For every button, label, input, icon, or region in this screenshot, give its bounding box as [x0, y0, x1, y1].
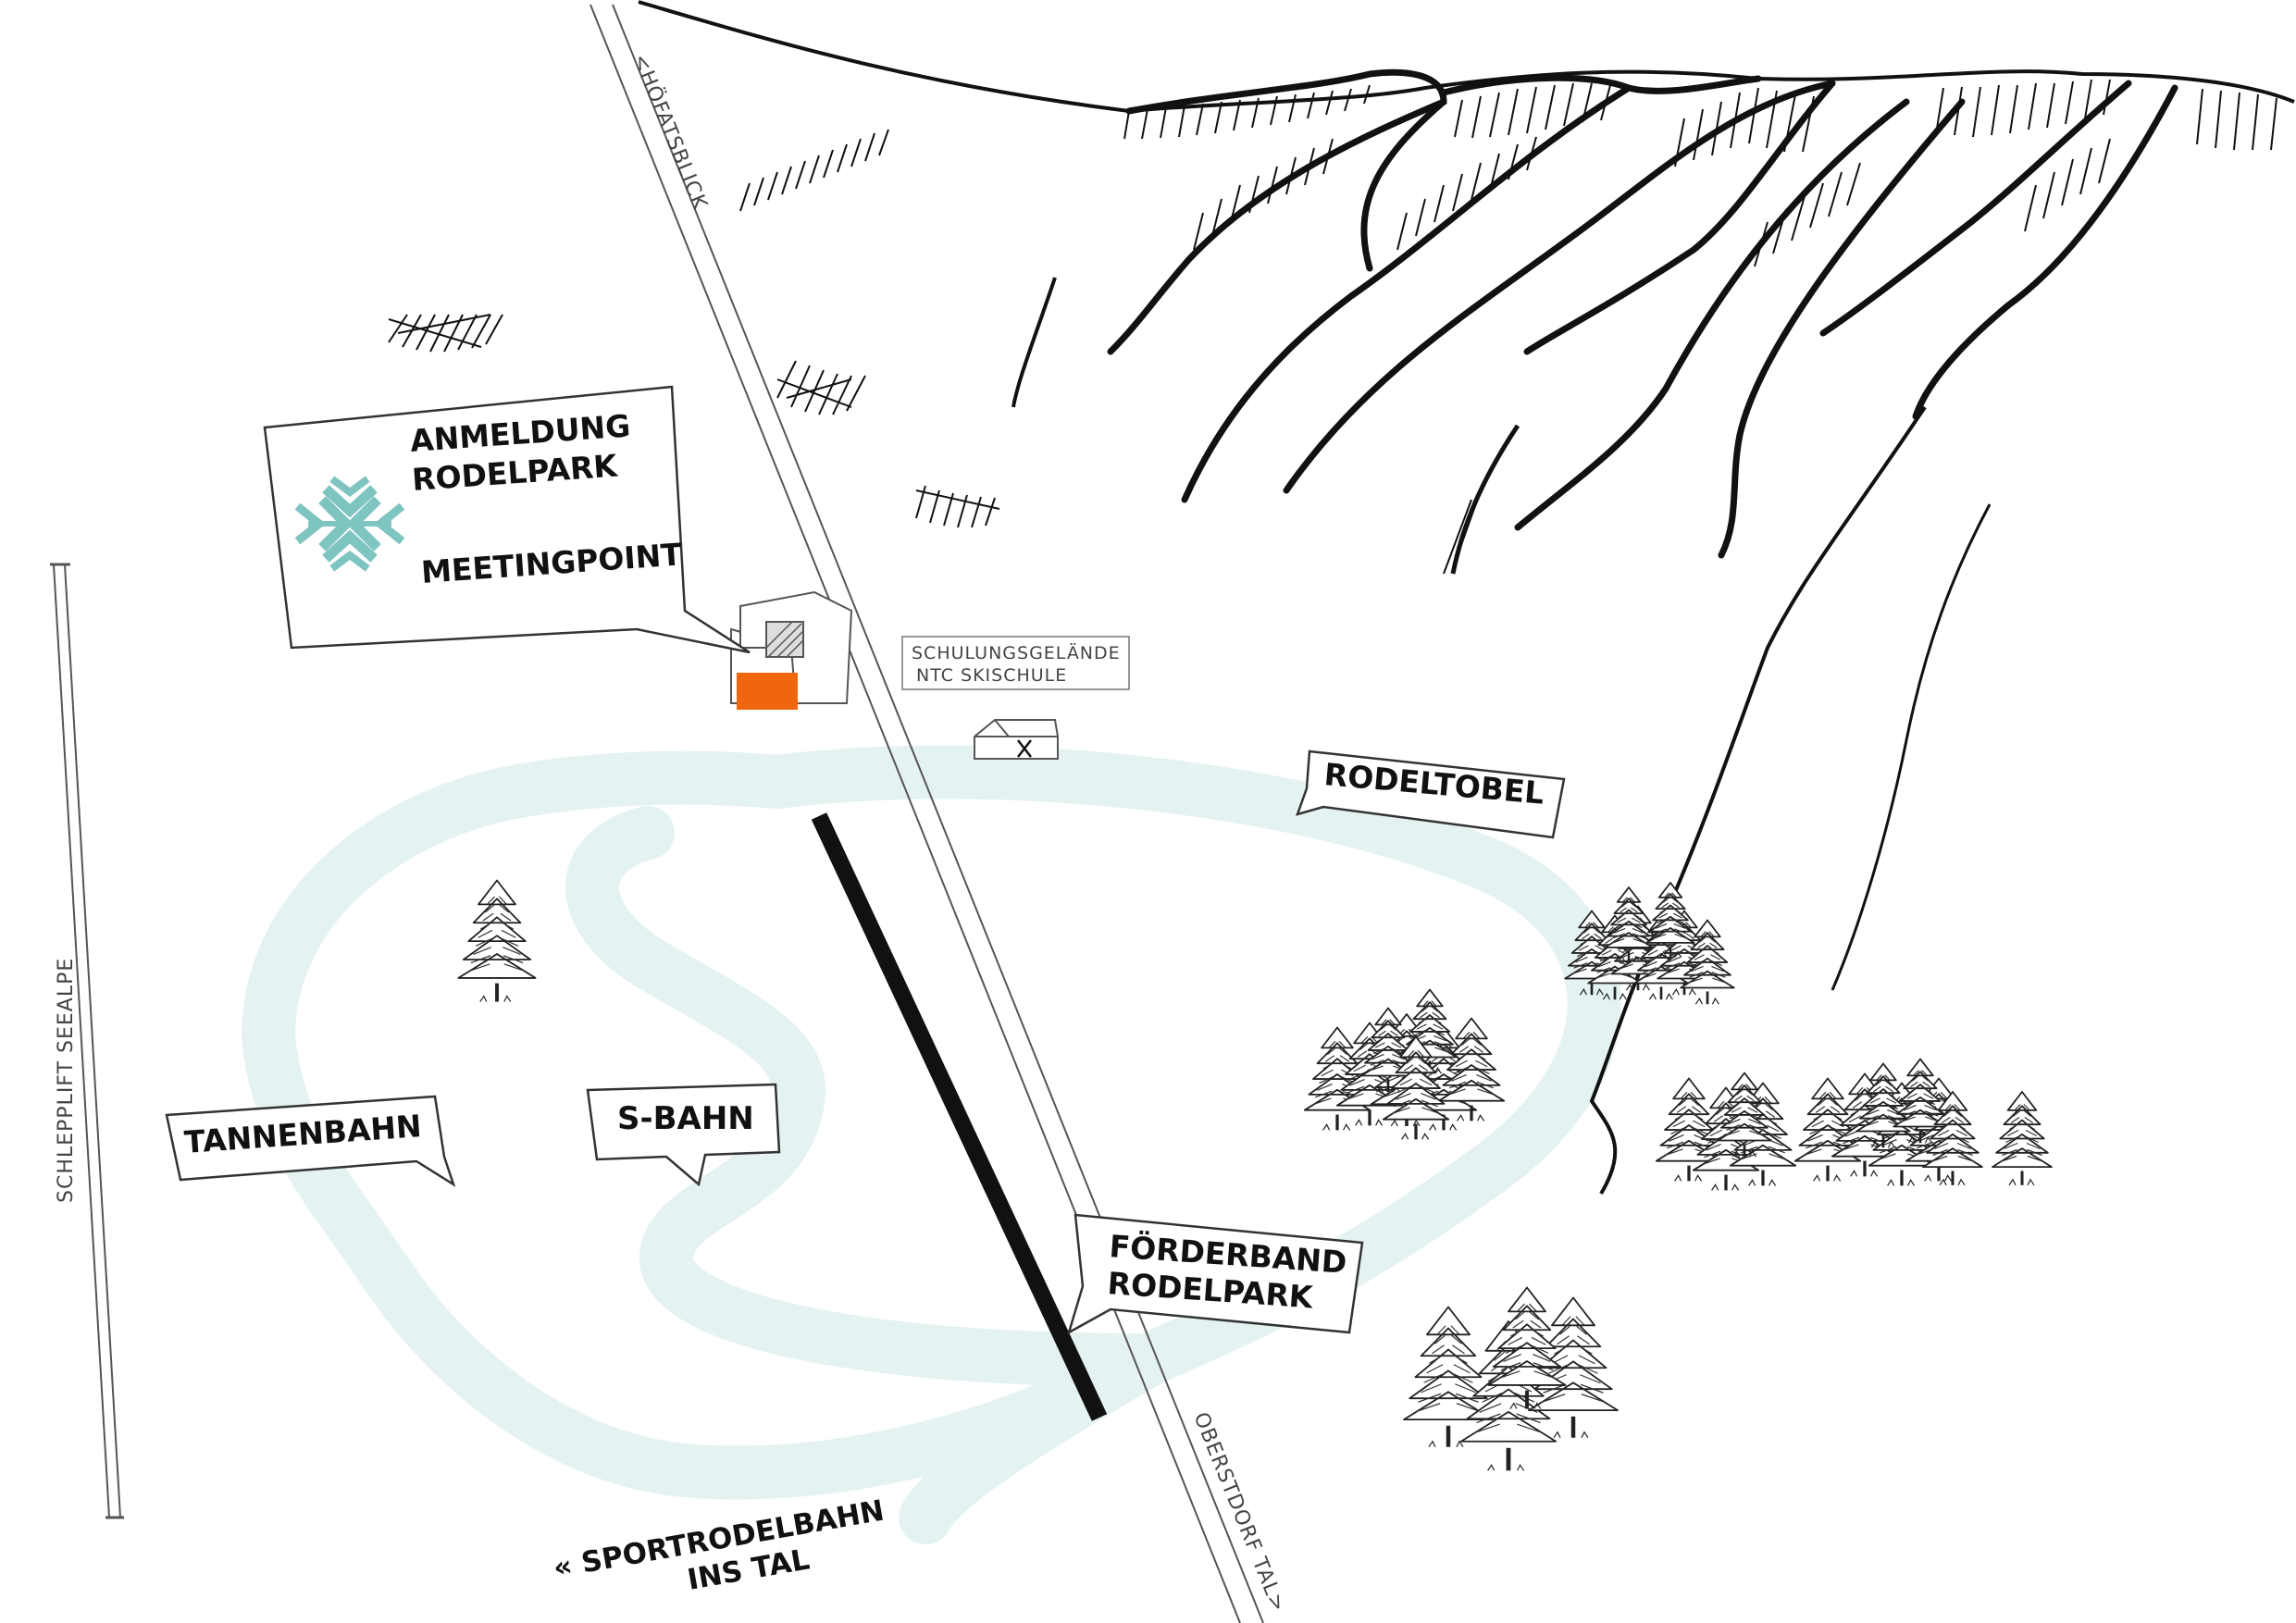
tree-groups — [457, 879, 2053, 1471]
anmeldung-callout: ANMELDUNG RODELPARK MEETINGPOINT — [263, 385, 751, 654]
schulung-sign: SCHULUNGSGELÄNDE NTC SKISCHULE — [901, 636, 1130, 690]
fir-tree-icon — [457, 879, 537, 1002]
tannenbahn-callout: TANNENBAHN — [165, 1095, 456, 1187]
fir-tree-icon — [1655, 1077, 1723, 1182]
fir-tree-icon — [1893, 1058, 1948, 1144]
schulung-line2: NTC SKISCHULE — [916, 665, 1067, 686]
schlepplift-label: SCHLEPPLIFT SEEALPE — [55, 958, 78, 1203]
terrain-hatch-patches — [388, 129, 1482, 575]
restaurant-hut-icon — [974, 719, 1059, 760]
meeting-block — [737, 673, 798, 710]
schulung-line1: SCHULUNGSGELÄNDE — [912, 642, 1121, 663]
fir-tree-icon — [1645, 882, 1695, 958]
oberstdorf-label: OBERSTDORF TAL> — [1188, 1409, 1290, 1616]
hoefatsblick-road — [590, 4, 1264, 1623]
conveyor-belt — [811, 812, 1108, 1421]
sbahn-label: S-BAHN — [617, 1100, 754, 1137]
sled-track — [242, 745, 1621, 1544]
fir-tree-icon — [1717, 1072, 1772, 1158]
schlepplift-line — [50, 563, 124, 1519]
fir-tree-icon — [1992, 1091, 2053, 1186]
cutlery-icon — [1017, 739, 1032, 758]
fir-tree-icon — [1437, 1017, 1506, 1121]
fir-tree-icon — [1604, 886, 1654, 962]
fir-tree-icon — [1487, 1286, 1567, 1409]
fir-tree-icon — [1922, 1091, 1983, 1186]
fir-tree-icon — [1403, 1306, 1494, 1448]
fir-tree-icon — [1360, 1007, 1416, 1093]
sbahn-callout: S-BAHN — [586, 1083, 781, 1187]
foerderband-callout: FÖRDERBAND RODELPARK — [1066, 1213, 1364, 1335]
mountain-range-icon — [638, 0, 2295, 1196]
snowflake-logo-icon — [294, 476, 405, 572]
fir-tree-icon — [1382, 1035, 1450, 1140]
fir-tree-icon — [1680, 919, 1735, 1005]
